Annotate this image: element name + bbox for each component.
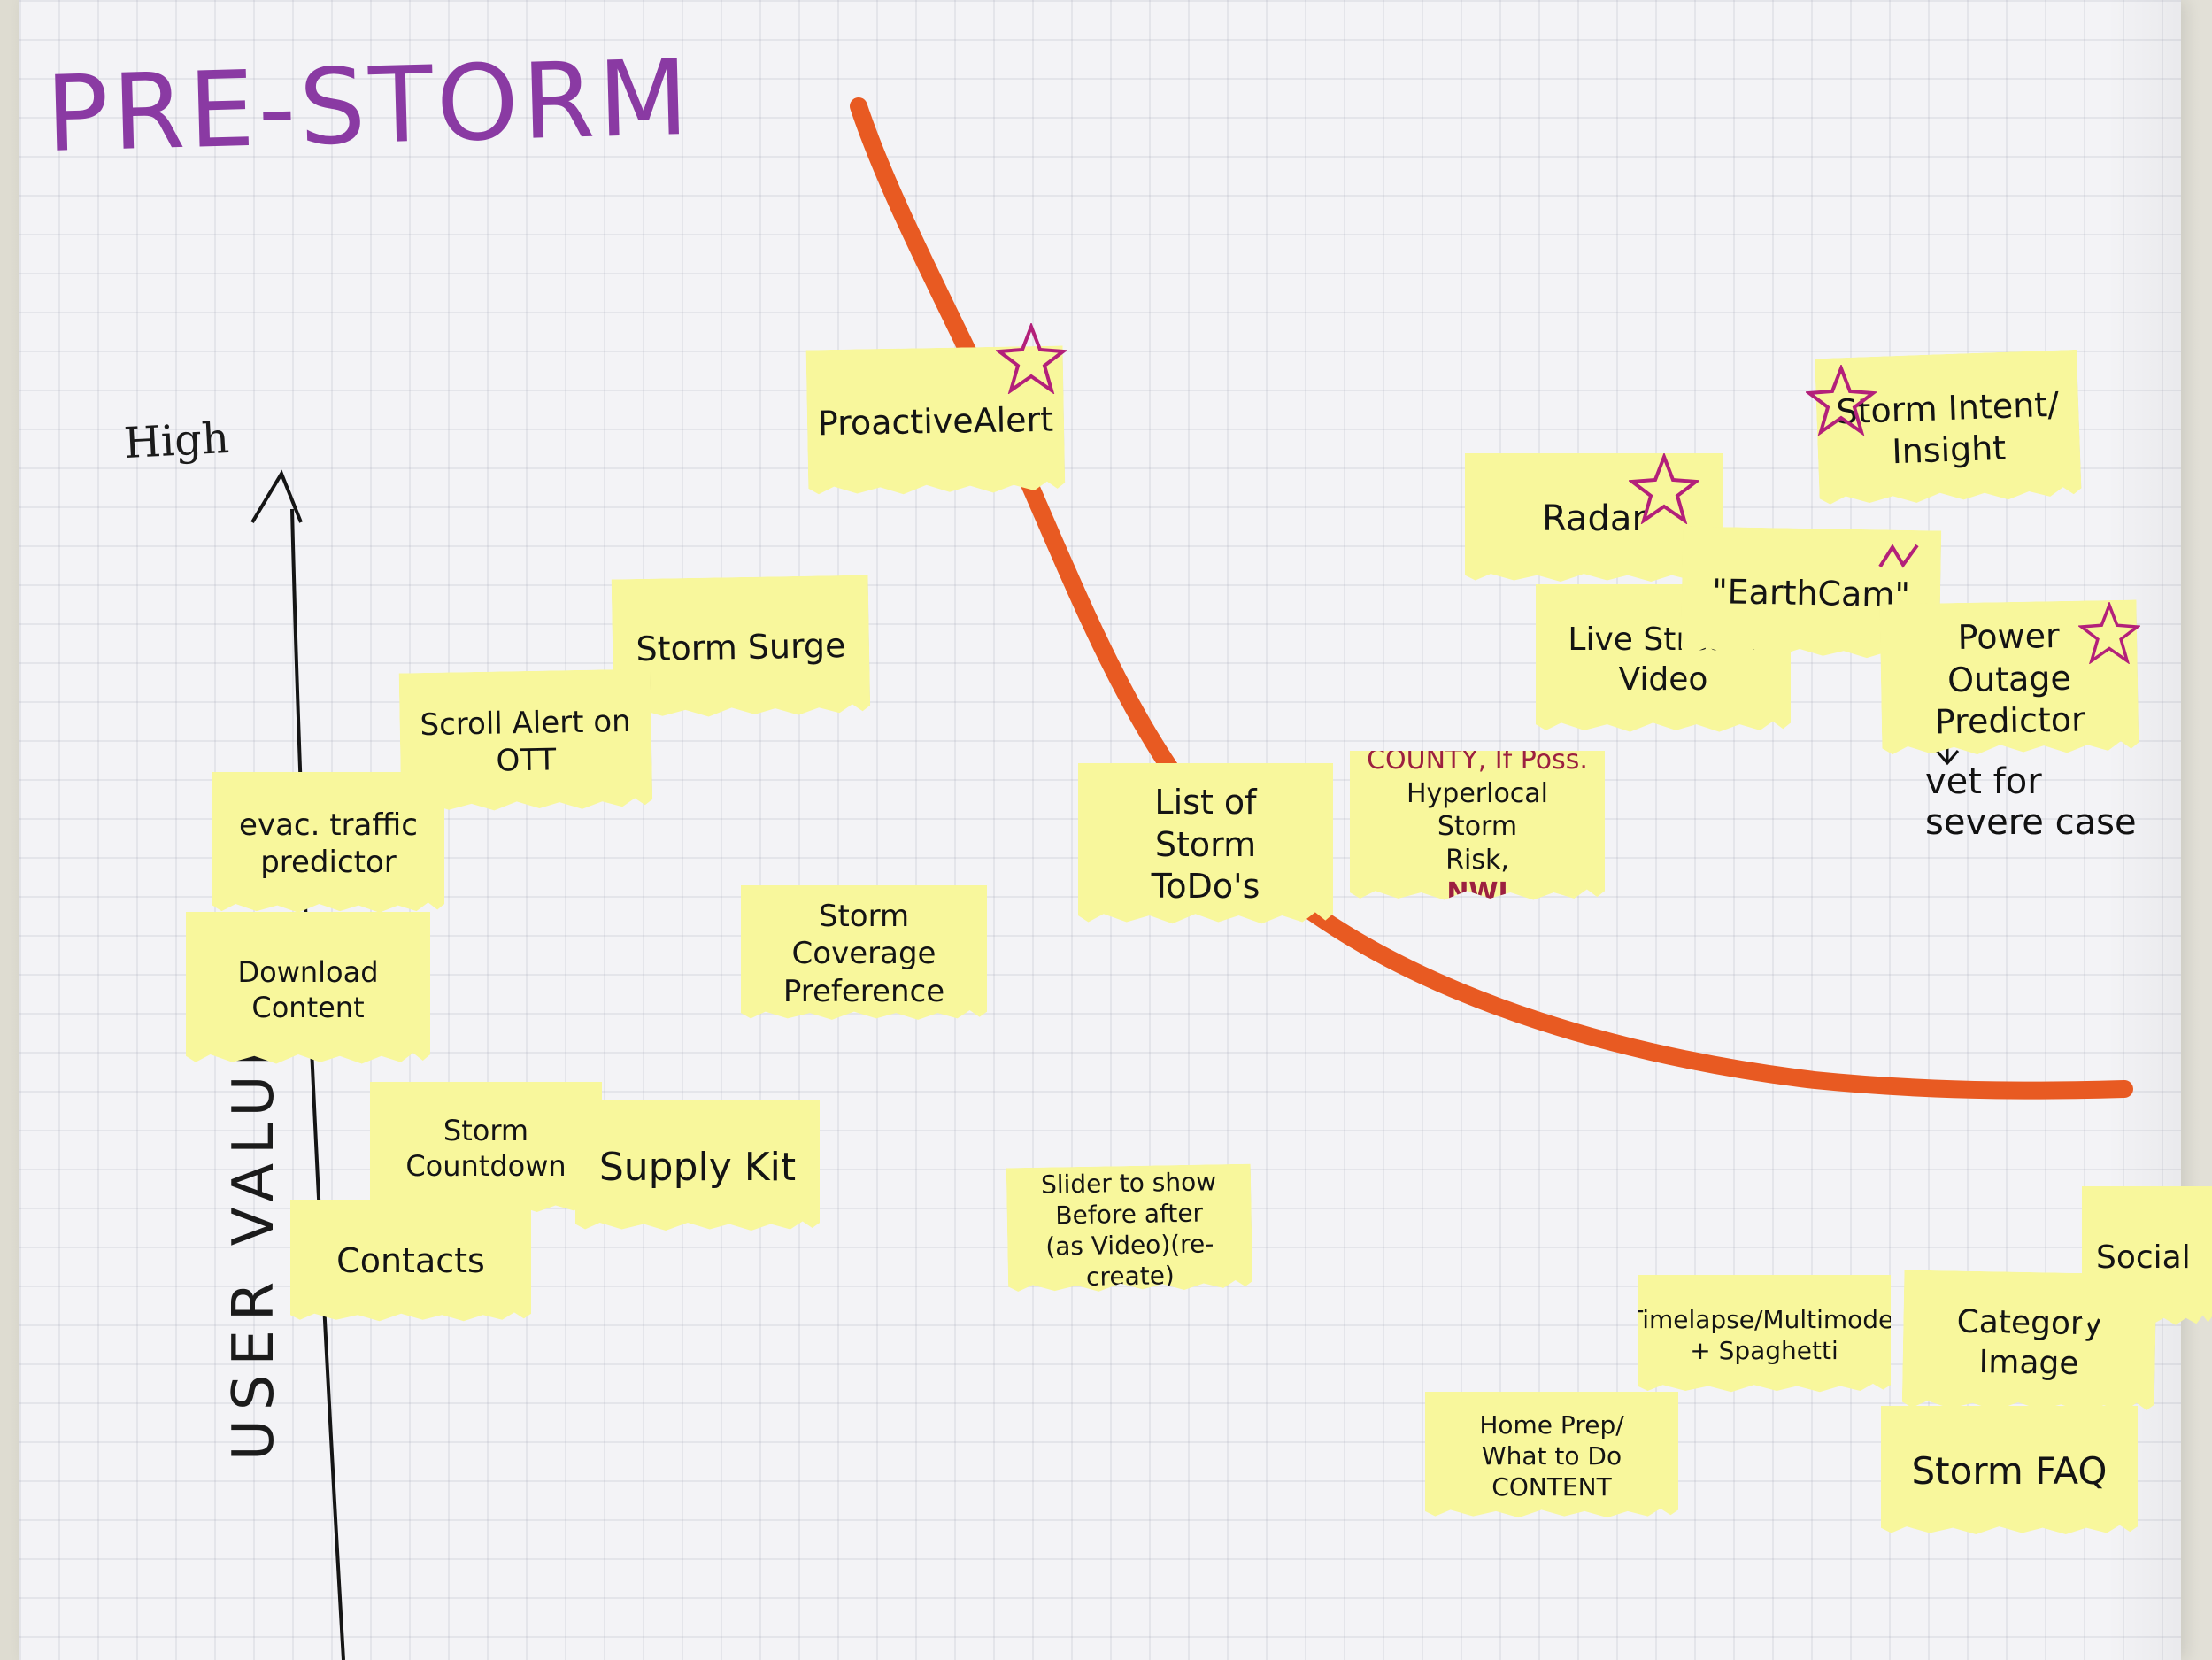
- note-contacts: Contacts: [290, 1200, 531, 1322]
- note-download-content: Download Content: [186, 912, 430, 1064]
- note-proactive-alert: ProactiveAlert: [806, 345, 1066, 498]
- county-body: Hyperlocal Storm Risk,: [1406, 777, 1549, 876]
- note-power-outage: Power Outage Predictor: [1879, 599, 2139, 759]
- axis-high-label: High: [122, 413, 231, 469]
- note-timelapse: Timelapse/Multimodel + Spaghetti: [1638, 1275, 1891, 1393]
- note-storm-intent: Storm Intent/ Insight: [1815, 350, 2082, 509]
- note-storm-coverage: Storm Coverage Preference: [741, 885, 987, 1020]
- note-home-prep: Home Prep/ What to Do CONTENT: [1425, 1392, 1678, 1518]
- note-storm-faq: Storm FAQ: [1881, 1406, 2138, 1535]
- note-county-hyperlocal: COUNTY, If Poss. Hyperlocal Storm Risk, …: [1350, 751, 1605, 900]
- note-evac-traffic: evac. traffic predictor: [212, 772, 444, 913]
- county-heading: COUNTY, If Poss.: [1367, 745, 1588, 776]
- note-slider-before-after: Slider to show Before after (as Video)(r…: [1006, 1164, 1252, 1296]
- note-social: Social: [2082, 1186, 2212, 1325]
- board-title: PRE-STORM: [44, 35, 694, 175]
- note-supply-kit: Supply Kit: [575, 1100, 820, 1231]
- axis-user-value-label: USER VALUE: [221, 1022, 287, 1461]
- vet-annotation: vet for severe case: [1925, 761, 2137, 843]
- note-list-of-todos: List of Storm ToDo's: [1078, 763, 1333, 924]
- note-storm-countdown: Storm Countdown: [370, 1082, 602, 1212]
